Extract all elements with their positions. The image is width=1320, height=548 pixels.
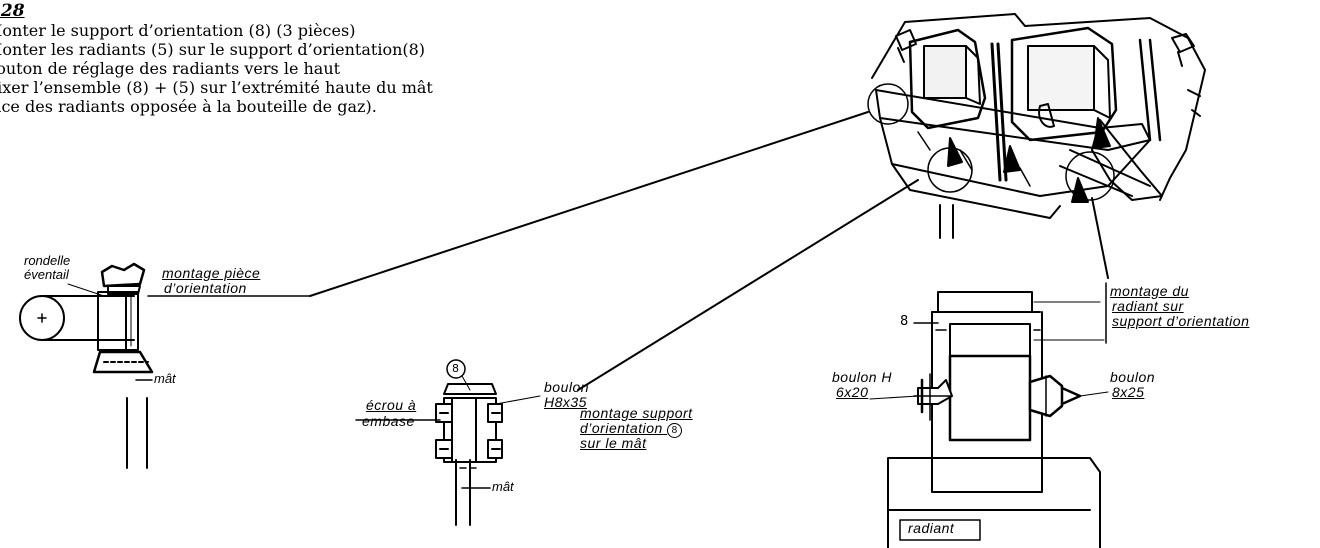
instruction-line-5: face des radiants opposée à la bouteille… — [0, 97, 377, 116]
instruction-line-3: bouton de réglage des radiants vers le h… — [0, 59, 341, 78]
label-right-ref-8: 8 — [900, 314, 909, 329]
leader-lines — [309, 111, 1109, 391]
detail-middle-drawing — [355, 359, 541, 526]
label-middle-title-2: d’orientation 8 — [580, 420, 683, 438]
label-right-title-3: support d’orientation — [1112, 313, 1250, 329]
label-middle-nut-1: écrou à — [366, 397, 417, 413]
label-right-bolt-left-2: 6x20 — [836, 384, 869, 400]
label-right-bolt-right-1: boulon — [1110, 369, 1156, 385]
heater-assembly-illustration — [867, 13, 1206, 239]
label-middle-title-marker: 8 — [667, 423, 683, 438]
detail-right-drawing — [869, 282, 1109, 548]
detail-left-drawing — [19, 262, 311, 469]
label-middle-bolt-2: H8x35 — [544, 394, 587, 410]
instruction-text-block: r 28 Monter le support d’orientation (8)… — [0, 1, 433, 117]
step-heading: r 28 — [0, 1, 25, 21]
label-middle-nut-2: embase — [362, 413, 415, 429]
label-middle-title-1: montage support — [580, 405, 693, 421]
label-left-title-2: d’orientation — [164, 280, 247, 296]
label-left-title-1: montage pièce — [162, 265, 261, 281]
label-right-title-2: radiant sur — [1112, 298, 1184, 314]
label-right-title-1: montage du — [1110, 283, 1189, 299]
instruction-line-2: Monter les radiants (5) sur le support d… — [0, 40, 426, 59]
label-rondelle: rondelle — [24, 253, 71, 268]
label-middle-title-3: sur le mât — [580, 435, 647, 451]
label-middle-mast: mât — [492, 479, 514, 494]
label-middle-bolt-1: boulon — [544, 379, 590, 395]
label-right-bolt-left-1: boulon H — [832, 369, 893, 385]
label-left-mast: mât — [154, 371, 176, 386]
label-eventail: éventail — [24, 267, 69, 282]
label-right-radiant: radiant — [908, 520, 955, 536]
label-right-bolt-right-2: 8x25 — [1112, 384, 1145, 400]
instruction-line-4: Fixer l’ensemble (8) + (5) sur l’extrémi… — [0, 78, 433, 97]
label-middle-title-2-text: d’orientation — [580, 420, 663, 436]
instruction-line-1: Monter le support d’orientation (8) (3 p… — [0, 21, 356, 40]
label-middle-ref-8: 8 — [452, 362, 459, 375]
